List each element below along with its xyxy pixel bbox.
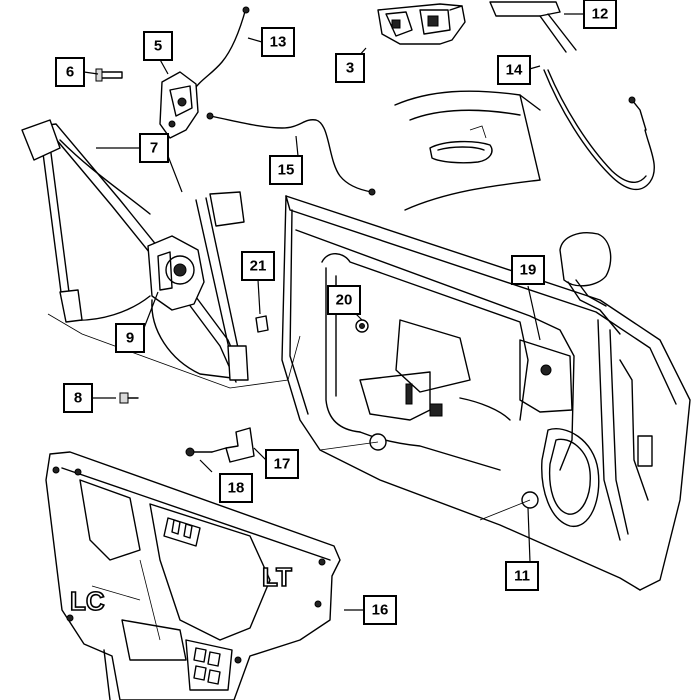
svg-text:21: 21 [250, 258, 267, 275]
cable-15 [206, 112, 376, 196]
svg-text:8: 8 [74, 390, 82, 407]
callout-9: 9 [115, 323, 145, 353]
door-inner-frame [281, 195, 691, 591]
panel-marking-lc: LC [70, 586, 105, 616]
svg-text:7: 7 [150, 140, 158, 157]
callout-11: 11 [505, 561, 539, 591]
callout-17: 17 [265, 449, 299, 479]
door-handle-12 [489, 1, 577, 53]
svg-text:6: 6 [66, 64, 74, 81]
side-mirror [559, 232, 621, 335]
callout-6: 6 [55, 57, 85, 87]
bolt-8 [119, 392, 139, 404]
svg-text:17: 17 [274, 456, 291, 473]
leader-lines [83, 13, 584, 611]
glass-plane [47, 313, 301, 389]
svg-text:11: 11 [514, 568, 530, 585]
door-latch-3 [377, 3, 466, 45]
callout-12: 12 [583, 0, 617, 29]
svg-text:19: 19 [520, 262, 537, 279]
callout-18: 18 [219, 473, 253, 503]
svg-text:15: 15 [278, 162, 295, 179]
svg-text:14: 14 [506, 62, 523, 79]
callout-14: 14 [497, 55, 531, 85]
panel-marking-lt: LT [262, 562, 292, 592]
screw-18 [185, 447, 213, 457]
svg-text:3: 3 [346, 60, 354, 77]
door-outer-skin [394, 90, 541, 211]
callout-3: 3 [335, 53, 365, 83]
trim-panel-16 [45, 451, 341, 700]
callout-8: 8 [63, 383, 93, 413]
callout-16: 16 [363, 595, 397, 625]
callout-21: 21 [241, 251, 275, 281]
cable-13 [191, 6, 250, 93]
window-motor-9 [147, 235, 205, 311]
svg-text:9: 9 [126, 330, 134, 347]
svg-text:18: 18 [228, 480, 245, 497]
callout-7: 7 [139, 133, 169, 163]
cable-14 [543, 69, 655, 191]
callout-15: 15 [269, 155, 303, 185]
latch-5 [159, 71, 199, 139]
callout-5: 5 [143, 31, 173, 61]
svg-text:5: 5 [154, 38, 162, 55]
bracket-17 [211, 427, 255, 463]
callout-13: 13 [261, 27, 295, 57]
svg-text:12: 12 [592, 6, 609, 23]
svg-text:16: 16 [372, 602, 389, 619]
bolt-6 [95, 68, 123, 82]
window-regulator-7 [21, 119, 249, 383]
callout-19: 19 [511, 255, 545, 285]
svg-text:13: 13 [270, 34, 287, 51]
fastener-21 [255, 315, 269, 333]
svg-text:20: 20 [336, 292, 353, 309]
callout-20: 20 [327, 285, 361, 315]
